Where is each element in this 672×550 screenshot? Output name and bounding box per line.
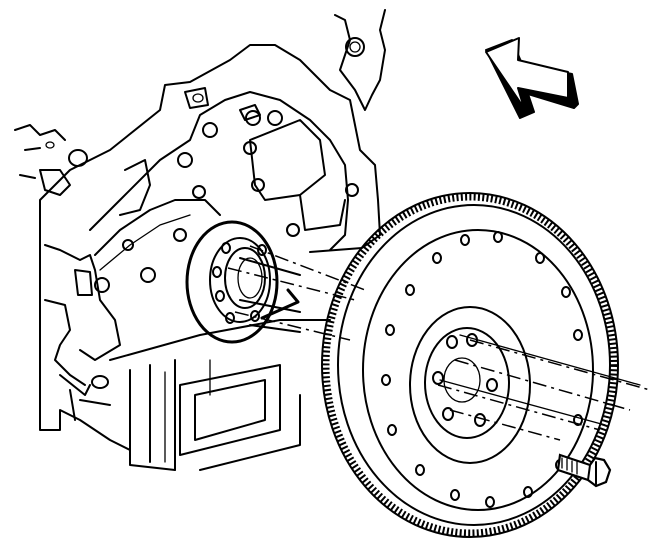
engine-block [14,9,386,471]
crankshaft-flange [185,220,301,344]
arrow-icon [485,37,579,119]
flywheel-icon [321,192,619,538]
bolt-icon [556,453,612,488]
